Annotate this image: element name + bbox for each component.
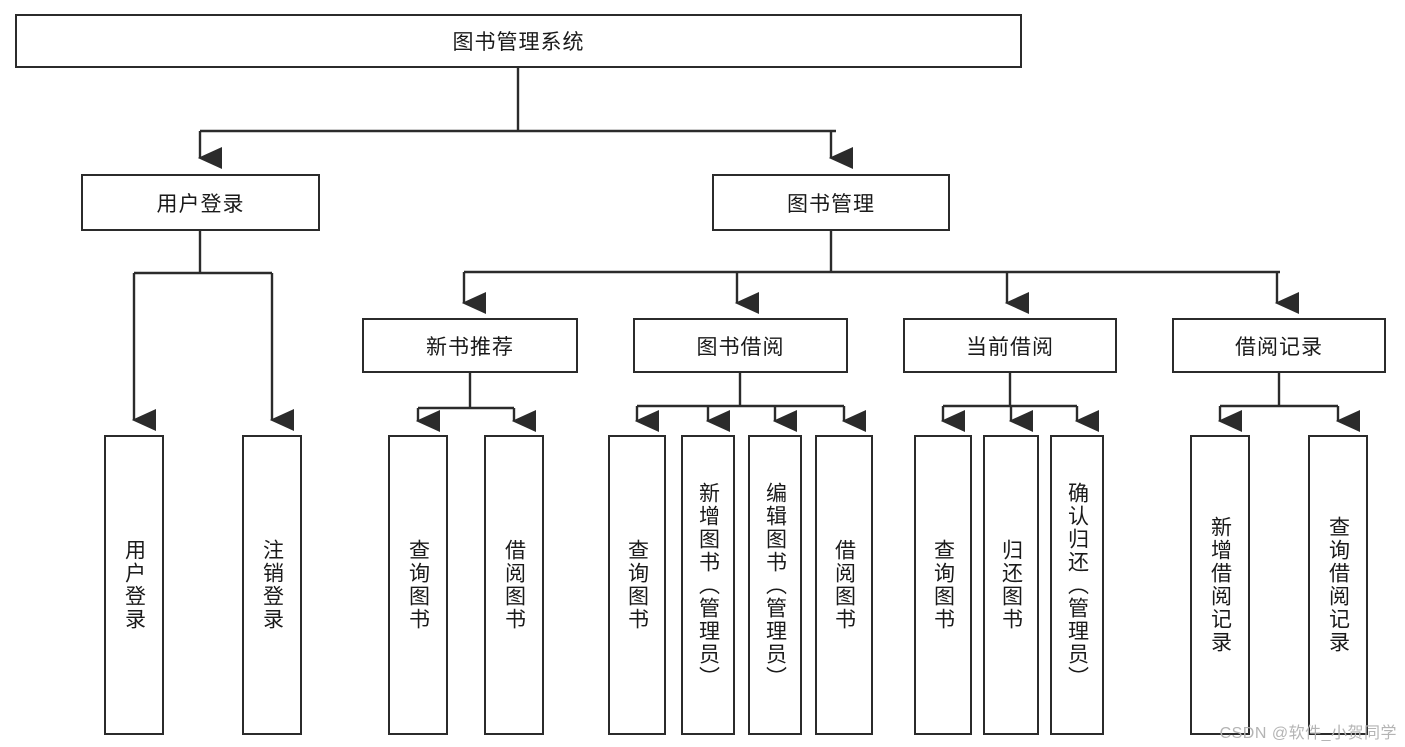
node-borrow-record-label: 借阅记录 (1235, 335, 1323, 359)
node-leaf-user-logout[interactable]: 注销登录 (242, 435, 302, 735)
node-new-book-recommend[interactable]: 新书推荐 (362, 318, 578, 373)
node-leaf-edit-book[interactable]: 编辑图书（管理员） (748, 435, 802, 735)
node-leaf-borrow-book-2-label: 借阅图书 (832, 539, 856, 631)
node-root[interactable]: 图书管理系统 (15, 14, 1022, 68)
node-leaf-add-borrow-record-label: 新增借阅记录 (1208, 516, 1232, 654)
node-leaf-query-book-3[interactable]: 查询图书 (914, 435, 972, 735)
node-new-book-recommend-label: 新书推荐 (426, 335, 514, 359)
node-leaf-confirm-return-label: 确认归还（管理员） (1065, 481, 1089, 689)
watermark-text: CSDN @软件_小贺同学 (1219, 725, 1397, 742)
node-leaf-confirm-return[interactable]: 确认归还（管理员） (1050, 435, 1104, 735)
node-user-login[interactable]: 用户登录 (81, 174, 320, 231)
node-leaf-query-book-2[interactable]: 查询图书 (608, 435, 666, 735)
node-current-borrow-label: 当前借阅 (966, 335, 1054, 359)
node-book-management-label: 图书管理 (787, 192, 875, 216)
node-leaf-add-borrow-record[interactable]: 新增借阅记录 (1190, 435, 1250, 735)
node-leaf-borrow-book-1-label: 借阅图书 (502, 539, 526, 631)
node-leaf-query-borrow-record-label: 查询借阅记录 (1326, 516, 1350, 654)
node-leaf-return-book-label: 归还图书 (999, 539, 1023, 631)
node-user-login-label: 用户登录 (156, 192, 245, 216)
node-leaf-add-book-label: 新增图书（管理员） (696, 481, 720, 689)
node-leaf-user-logout-label: 注销登录 (260, 539, 284, 631)
node-leaf-borrow-book-2[interactable]: 借阅图书 (815, 435, 873, 735)
node-book-borrow-label: 图书借阅 (696, 335, 785, 359)
node-leaf-borrow-book-1[interactable]: 借阅图书 (484, 435, 544, 735)
node-current-borrow[interactable]: 当前借阅 (903, 318, 1117, 373)
node-leaf-return-book[interactable]: 归还图书 (983, 435, 1039, 735)
node-book-management[interactable]: 图书管理 (712, 174, 950, 231)
node-leaf-query-book-3-label: 查询图书 (931, 539, 955, 631)
node-leaf-user-login[interactable]: 用户登录 (104, 435, 164, 735)
node-borrow-record[interactable]: 借阅记录 (1172, 318, 1386, 373)
node-leaf-query-book-2-label: 查询图书 (625, 539, 649, 631)
node-leaf-add-book[interactable]: 新增图书（管理员） (681, 435, 735, 735)
node-leaf-query-borrow-record[interactable]: 查询借阅记录 (1308, 435, 1368, 735)
node-root-label: 图书管理系统 (452, 31, 585, 54)
node-leaf-edit-book-label: 编辑图书（管理员） (763, 481, 787, 689)
node-leaf-query-book-1[interactable]: 查询图书 (388, 435, 448, 735)
node-book-borrow[interactable]: 图书借阅 (633, 318, 848, 373)
node-leaf-query-book-1-label: 查询图书 (406, 539, 430, 631)
node-leaf-user-login-label: 用户登录 (122, 539, 146, 631)
